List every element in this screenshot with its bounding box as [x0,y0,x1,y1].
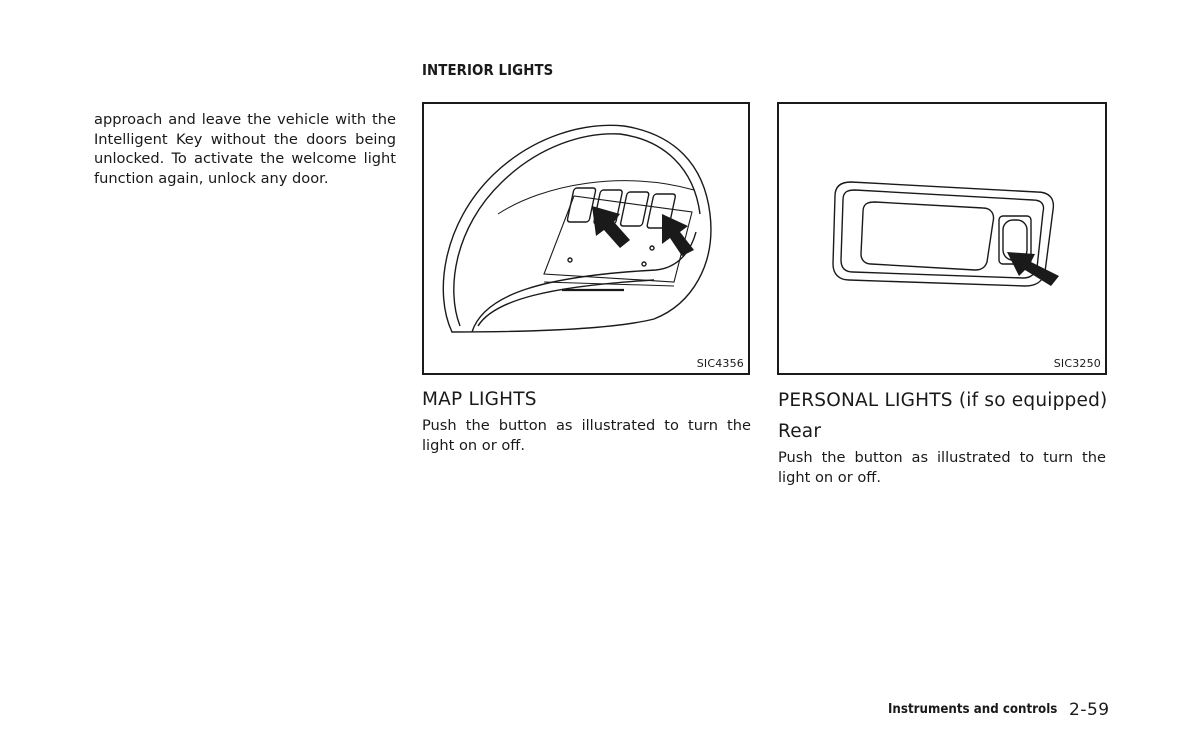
figure-personal-lights: SIC3250 [777,102,1107,375]
footer-chapter-label: Instruments and controls [888,701,1058,717]
figure-map-lights: SIC4356 [422,102,750,375]
map-lights-illustration [442,124,712,333]
personal-lights-body: Push the button as illustrated to turn t… [778,449,1106,486]
continued-paragraph: approach and leave the vehicle with the … [94,111,396,187]
section-title: INTERIOR LIGHTS [422,61,554,79]
personal-lights-illustration [832,181,1059,287]
figure-code: SIC4356 [696,357,744,370]
personal-lights-subheading: Rear [778,421,822,442]
page-number: 2-59 [1069,700,1110,720]
personal-lights-heading: PERSONAL LIGHTS (if so equipped) [778,390,1108,411]
map-lights-body: Push the button as illustrated to turn t… [422,417,751,454]
figure-code: SIC3250 [1053,357,1101,370]
map-lights-heading: MAP LIGHTS [422,389,537,410]
